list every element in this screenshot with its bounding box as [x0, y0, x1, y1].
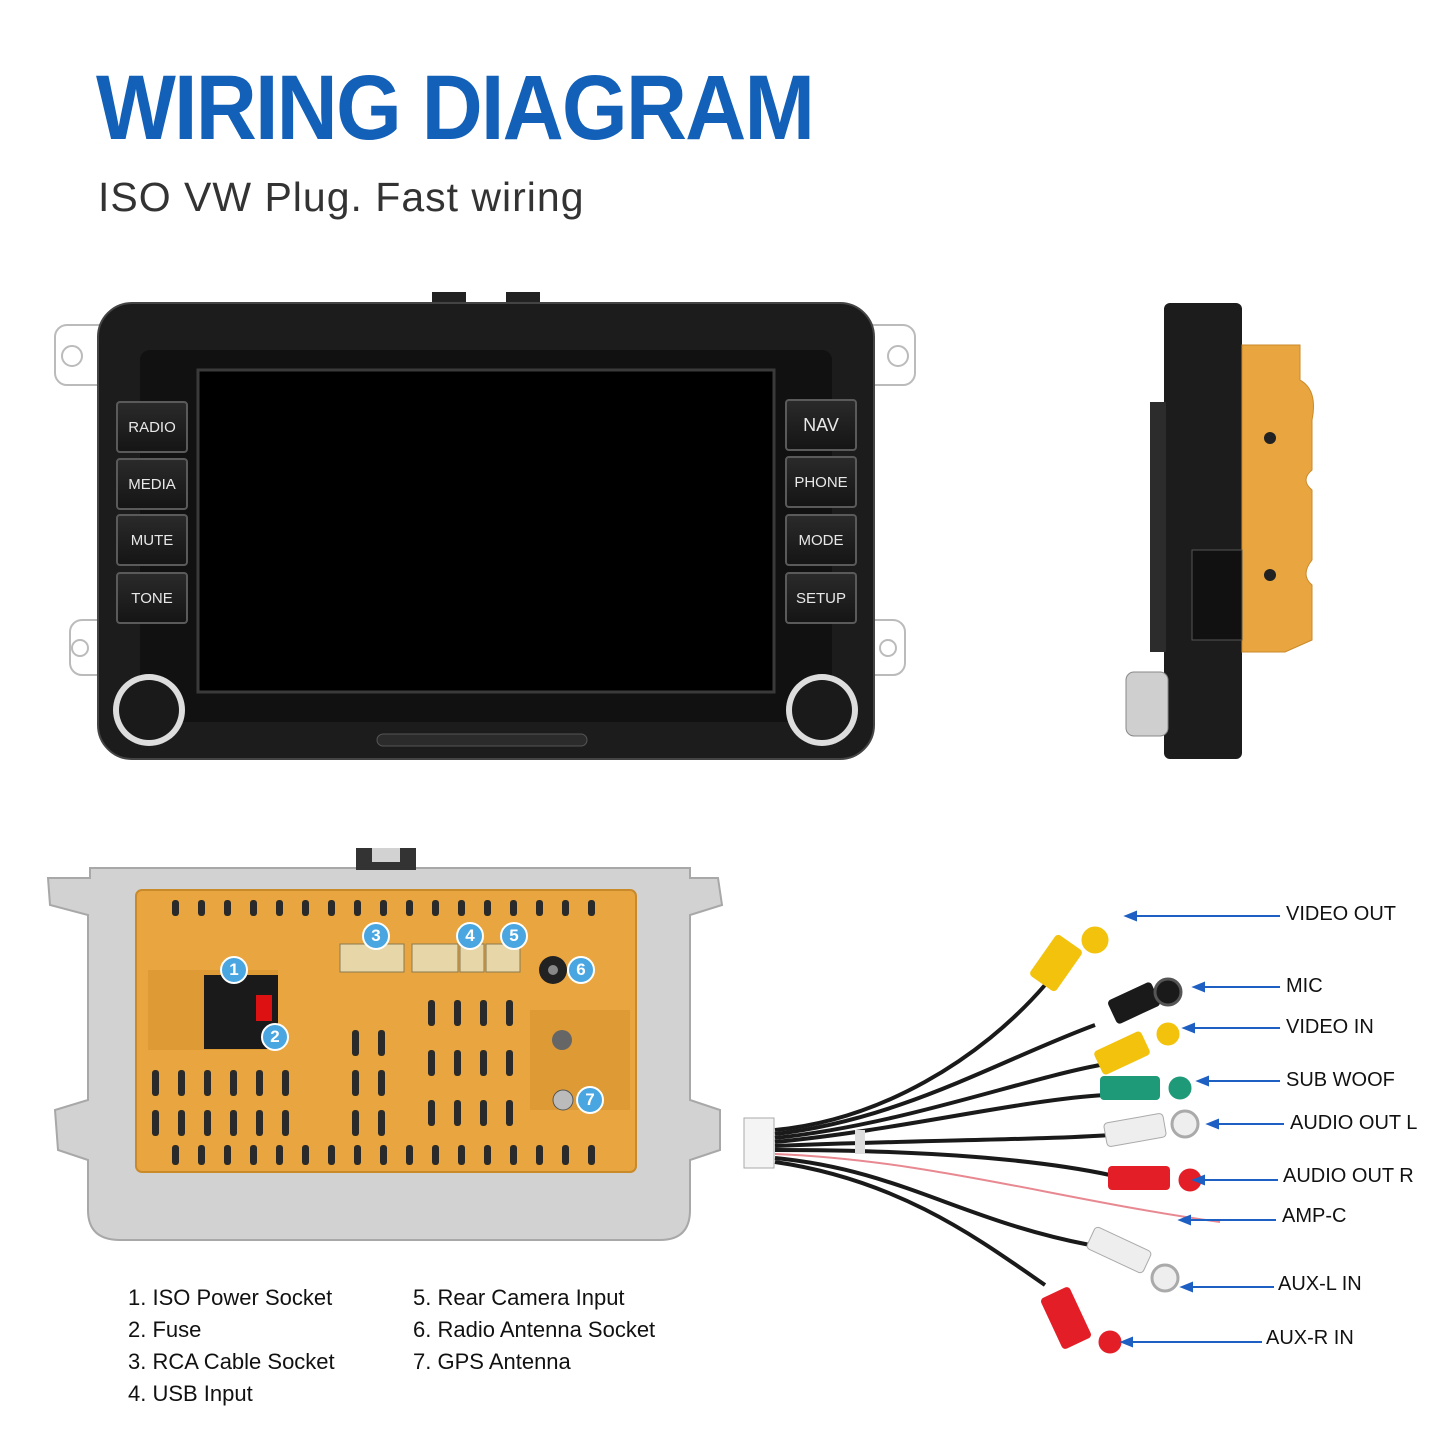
socket-marker-3: 3 [362, 922, 390, 950]
cable-label-aux-r-in: AUX-R IN [1266, 1327, 1354, 1349]
media-button[interactable]: MEDIA [116, 458, 188, 510]
page-title: WIRING DIAGRAM [96, 57, 815, 159]
socket-marker-6: 6 [567, 956, 595, 984]
nav-button[interactable]: NAV [785, 399, 857, 451]
legend-item: 2. Fuse [128, 1317, 202, 1342]
socket-marker-4: 4 [456, 922, 484, 950]
socket-legend-right: 5. Rear Camera Input 6. Radio Antenna So… [413, 1282, 655, 1378]
legend-item: 6. Radio Antenna Socket [413, 1317, 656, 1342]
legend-item: 4. USB Input [128, 1381, 253, 1406]
socket-marker-2: 2 [261, 1023, 289, 1051]
legend-item: 3. RCA Cable Socket [128, 1349, 335, 1374]
socket-legend-left: 1. ISO Power Socket 2. Fuse 3. RCA Cable… [128, 1282, 335, 1410]
setup-button[interactable]: SETUP [785, 572, 857, 624]
mute-button[interactable]: MUTE [116, 514, 188, 566]
phone-button[interactable]: PHONE [785, 456, 857, 508]
socket-marker-5: 5 [500, 922, 528, 950]
legend-item: 1. ISO Power Socket [128, 1285, 333, 1310]
tone-button[interactable]: TONE [116, 572, 188, 624]
page-subtitle: ISO VW Plug. Fast wiring [98, 174, 585, 220]
cable-label-sub-woof: SUB WOOF [1286, 1069, 1395, 1091]
cable-label-audio-out-l: AUDIO OUT L [1290, 1112, 1418, 1134]
legend-item: 5. Rear Camera Input [413, 1285, 625, 1310]
mode-button[interactable]: MODE [785, 514, 857, 566]
cable-label-audio-out-r: AUDIO OUT R [1283, 1165, 1414, 1187]
cable-label-video-in: VIDEO IN [1286, 1016, 1374, 1038]
cable-label-video-out: VIDEO OUT [1286, 903, 1397, 925]
cable-label-aux-l-in: AUX-L IN [1278, 1273, 1362, 1295]
cable-label-mic: MIC [1286, 975, 1323, 997]
legend-item: 7. GPS Antenna [413, 1349, 571, 1374]
socket-marker-1: 1 [220, 956, 248, 984]
cable-label-amp-c: AMP-C [1282, 1205, 1347, 1227]
socket-marker-7: 7 [576, 1086, 604, 1114]
radio-button[interactable]: RADIO [116, 401, 188, 453]
